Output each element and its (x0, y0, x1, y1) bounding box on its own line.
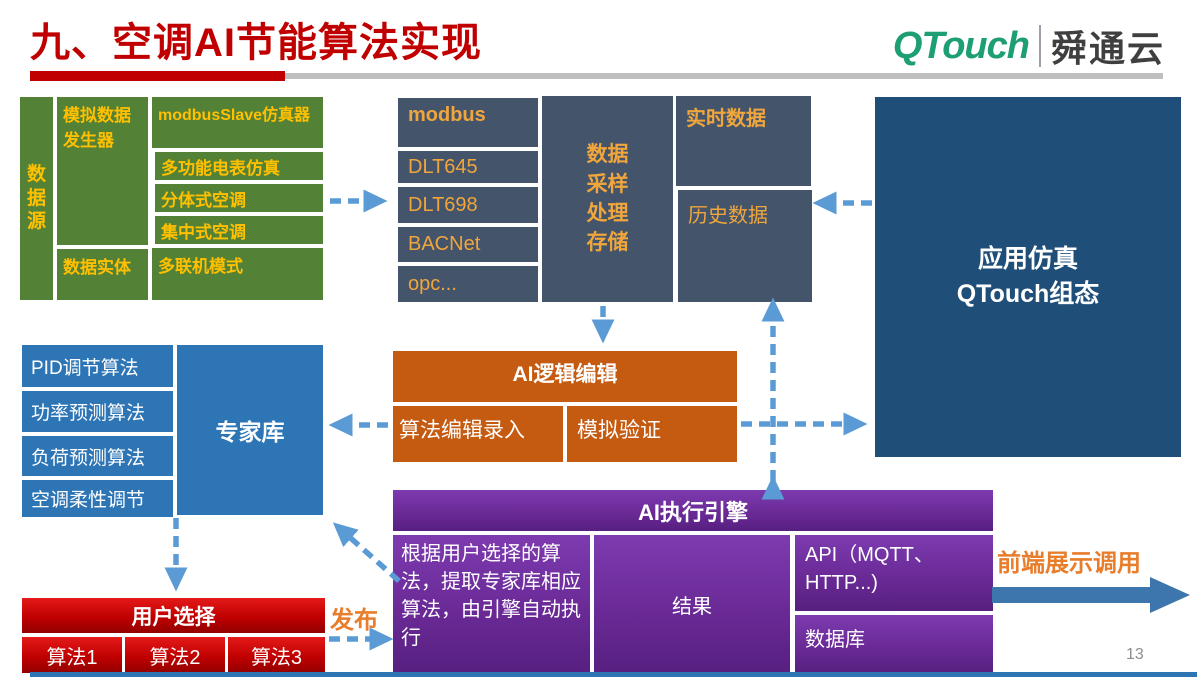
meter-sim-label: 多功能电表仿真 (161, 158, 280, 178)
arrow-frontend-call-icon (992, 577, 1190, 613)
box-expert-library: 专家库 (177, 345, 323, 515)
box-alg-power-forecast: 功率预测算法 (22, 391, 173, 432)
box-alg-option-3: 算法3 (228, 637, 325, 673)
protocol-bacnet-label: BACNet (408, 233, 481, 255)
alg-flexible-adjust-label: 空调柔性调节 (31, 490, 146, 511)
logo-shuntongyun: 舜通云 (1050, 28, 1165, 69)
alg-option-1-label: 算法1 (46, 646, 98, 669)
box-protocol-modbus: modbus (398, 98, 538, 147)
ai-logic-edit-title: AI逻辑编辑 (512, 362, 618, 386)
box-data-source: 数据源 (20, 97, 53, 300)
logo-qtouch: QTouch (892, 24, 1030, 67)
publish-label: 发布 (330, 607, 378, 634)
protocol-modbus-label: modbus (408, 104, 486, 126)
qtouch-simulation-label: 应用仿真 QTouch组态 (956, 245, 1100, 308)
box-protocol-opc: opc... (398, 266, 538, 302)
box-data-sampling: 数据 采样 处理 存储 (542, 96, 673, 302)
user-select-title: 用户选择 (131, 605, 216, 629)
alg-pid-label: PID调节算法 (31, 357, 139, 379)
history-data-label: 历史数据 (688, 205, 768, 227)
box-algorithm-entry: 算法编辑录入 (393, 406, 563, 462)
logo-divider (1038, 25, 1041, 67)
alg-power-forecast-label: 功率预测算法 (31, 403, 146, 424)
box-ai-exec-engine: AI执行引擎 (393, 490, 993, 531)
box-protocol-dlt698: DLT698 (398, 187, 538, 223)
alg-load-forecast-label: 负荷预测算法 (31, 447, 146, 469)
box-exec-result: 结果 (594, 535, 790, 673)
box-history-data: 历史数据 (678, 190, 812, 302)
box-alg-pid: PID调节算法 (22, 345, 173, 387)
exec-result-label: 结果 (672, 595, 712, 618)
alg-option-3-label: 算法3 (250, 646, 303, 669)
alg-option-2-label: 算法2 (149, 646, 201, 669)
arrow-publish-to-expert-icon (332, 522, 401, 584)
box-protocol-dlt645: DLT645 (398, 151, 538, 183)
central-ac-label: 集中式空调 (161, 222, 246, 242)
split-ac-label: 分体式空调 (161, 190, 246, 210)
box-multi-unit-mode: 多联机模式 (152, 248, 323, 300)
box-alg-option-2: 算法2 (125, 637, 225, 673)
multi-unit-mode-label: 多联机模式 (158, 257, 243, 276)
box-data-entity: 数据实体 (57, 249, 148, 300)
ai-exec-engine-title: AI执行引擎 (637, 499, 748, 525)
box-alg-option-1: 算法1 (22, 637, 122, 673)
box-simulation-verify: 模拟验证 (567, 406, 737, 462)
data-source-label: 数据源 (26, 163, 46, 233)
protocol-dlt698-label: DLT698 (408, 193, 478, 216)
box-alg-flexible-adjust: 空调柔性调节 (22, 480, 173, 517)
exec-description-text: 根据用户选择的算法，提取专家库相应算法，由引擎自动执行 (401, 543, 581, 649)
box-realtime-data: 实时数据 (676, 96, 811, 186)
exec-api-label: API（MQTT、 HTTP...) (805, 544, 934, 594)
protocol-opc-label: opc... (408, 272, 457, 295)
sim-data-generator-label: 模拟数据发生器 (63, 106, 131, 150)
box-exec-api: API（MQTT、 HTTP...) (795, 535, 993, 611)
box-sim-data-generator: 模拟数据发生器 (57, 97, 148, 245)
box-split-ac: 分体式空调 (155, 184, 323, 212)
box-exec-description: 根据用户选择的算法，提取专家库相应算法，由引擎自动执行 (393, 535, 590, 673)
simulation-verify-label: 模拟验证 (577, 419, 661, 442)
box-central-ac: 集中式空调 (155, 216, 323, 244)
box-qtouch-simulation: 应用仿真 QTouch组态 (875, 97, 1181, 457)
realtime-data-label: 实时数据 (686, 108, 766, 130)
title-underline-red (30, 71, 285, 81)
frontend-call-label: 前端展示调用 (997, 550, 1141, 577)
algorithm-entry-label: 算法编辑录入 (399, 419, 525, 442)
box-ai-logic-edit: AI逻辑编辑 (393, 351, 737, 402)
data-entity-label: 数据实体 (63, 258, 131, 277)
title-underline-gray (285, 73, 1163, 79)
exec-database-label: 数据库 (805, 629, 865, 651)
box-alg-load-forecast: 负荷预测算法 (22, 436, 173, 476)
slide-title: 九、空调AI节能算法实现 (30, 21, 482, 65)
box-user-select: 用户选择 (22, 598, 325, 633)
expert-library-label: 专家库 (215, 419, 285, 445)
box-protocol-bacnet: BACNet (398, 227, 538, 262)
logo: QTouch 舜通云 (893, 20, 1165, 72)
box-meter-sim: 多功能电表仿真 (155, 152, 323, 180)
page-number: 13 (1126, 646, 1144, 663)
data-sampling-label: 数据 采样 处理 存储 (586, 143, 629, 255)
footer-bar (30, 672, 1197, 677)
modbusslave-sim-label: modbusSlave仿真器 (158, 107, 311, 124)
protocol-dlt645-label: DLT645 (408, 155, 478, 178)
box-exec-database: 数据库 (795, 615, 993, 673)
box-modbusslave-sim: modbusSlave仿真器 (152, 97, 323, 148)
